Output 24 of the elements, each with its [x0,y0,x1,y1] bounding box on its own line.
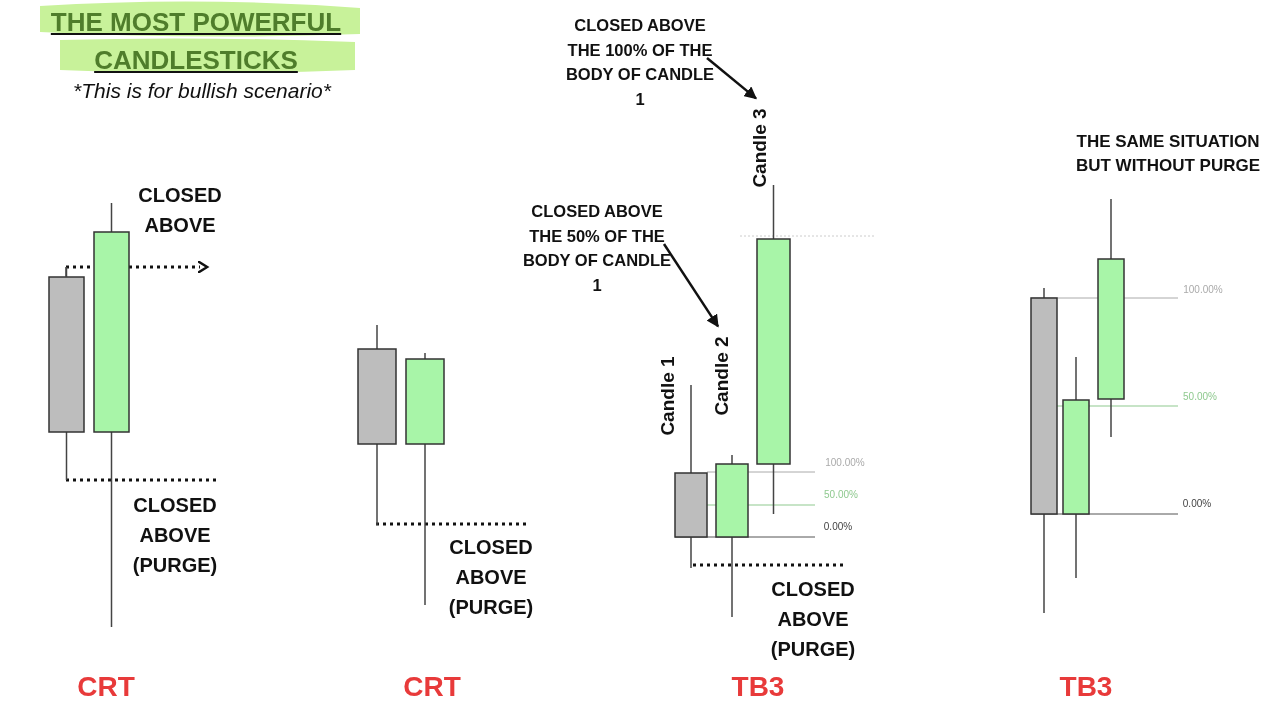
arrow [662,243,720,328]
annotation-text: THE SAME SITUATION BUT WITHOUT PURGE [1074,131,1262,177]
callout-text: CLOSED ABOVE THE 100% OF THE BODY OF CANDLE 1 [565,13,715,111]
annotation-text: CLOSED ABOVE [137,183,223,238]
callout-text: CLOSED ABOVE THE 50% OF THE BODY OF CANDLE 1 [522,199,672,297]
arrow [706,57,757,100]
panel-label: CRT [402,670,462,704]
level-label: 100.00% [1182,284,1224,296]
annotation-text: CLOSED ABOVE (PURGE) [131,493,219,578]
candle-label: Candle 2 [710,336,734,416]
panel-label: TB3 [1058,670,1114,704]
panel-label: CRT [76,670,136,704]
level-label: 0.00% [822,521,854,533]
subtitle: *This is for bullish scenario* [72,78,333,104]
level-label: 50.00% [823,489,859,501]
level-label: 100.00% [824,457,866,469]
heading: THE MOST POWERFUL CANDLESTICKS [49,6,343,77]
candle-label: Candle 3 [748,108,772,188]
annotation-text: CLOSED ABOVE (PURGE) [769,577,857,662]
level-label: 50.00% [1182,391,1218,403]
annotation-text: CLOSED ABOVE (PURGE) [447,535,535,620]
panel-label: TB3 [730,670,786,704]
level-label: 0.00% [1181,498,1213,510]
candle-label: Candle 1 [656,356,679,436]
